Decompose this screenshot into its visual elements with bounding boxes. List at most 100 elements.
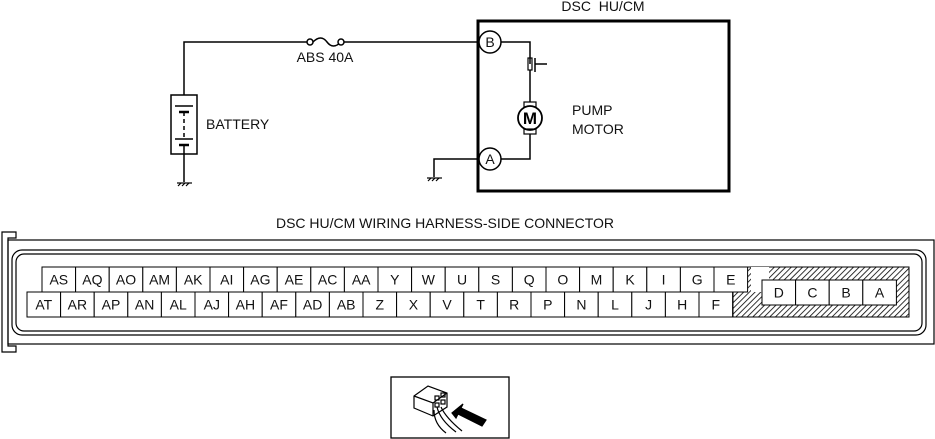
pin-cell: [612, 266, 648, 293]
pin-cell: [411, 266, 446, 293]
ground-icon: [427, 177, 442, 182]
pin-n: N: [564, 291, 599, 318]
terminal-a: [478, 147, 502, 171]
pin-ao: AO: [108, 266, 144, 293]
pin-am: AM: [142, 266, 177, 293]
pin-at: AT: [26, 291, 62, 318]
pin-label: R: [509, 297, 519, 313]
pin-label: S: [491, 272, 500, 288]
pin-v: V: [429, 291, 465, 318]
pin-label: D: [774, 285, 784, 301]
ground-icon: [177, 182, 192, 187]
pin-cell: [698, 291, 734, 318]
pin-as: AS: [41, 266, 77, 293]
pin-label: AH: [236, 297, 255, 313]
pin-cell: [228, 291, 263, 318]
pin-ak: AK: [175, 266, 211, 293]
pin-label: Q: [524, 272, 535, 288]
pin-label: K: [625, 272, 635, 288]
battery-icon: [170, 94, 198, 155]
pin-ad: AD: [295, 291, 330, 318]
pin-label: AQ: [82, 272, 102, 288]
pin-cell: [93, 291, 129, 318]
pin-cell: [75, 266, 110, 293]
pin-cell: [194, 291, 230, 318]
pin-cell: [429, 291, 465, 318]
pin-z: Z: [362, 291, 398, 318]
pin-label: N: [576, 297, 586, 313]
pin-label: AC: [318, 272, 337, 288]
pin-label: J: [645, 297, 652, 313]
pin-label: T: [476, 297, 485, 313]
motor-label-line2: MOTOR: [572, 121, 624, 137]
pin-b: B: [828, 279, 864, 306]
pin-label: X: [409, 297, 419, 313]
pin-label: AF: [270, 297, 288, 313]
pin-cell: [310, 266, 345, 293]
motor-symbol: M: [523, 109, 537, 128]
pin-p: P: [530, 291, 566, 318]
pin-a: A: [862, 279, 897, 306]
pin-aq: AQ: [75, 266, 110, 293]
pin-f: F: [698, 291, 734, 318]
terminal-b: [478, 30, 502, 54]
pin-s: S: [478, 266, 513, 293]
module-title: DSC HU/CM: [561, 0, 644, 14]
pin-cell: [26, 291, 62, 318]
pin-cell: [396, 291, 431, 318]
pin-ae: AE: [276, 266, 312, 293]
pin-label: C: [807, 285, 817, 301]
pin-label: AD: [303, 297, 322, 313]
pin-ai: AI: [209, 266, 245, 293]
pin-ab: AB: [328, 291, 364, 318]
pin-label: U: [457, 272, 467, 288]
pin-cell: [276, 266, 312, 293]
pin-cell: [261, 291, 297, 318]
pin-af: AF: [261, 291, 297, 318]
pin-k: K: [612, 266, 648, 293]
pin-label: M: [591, 272, 603, 288]
switch-icon: [527, 57, 547, 72]
pin-w: W: [411, 266, 446, 293]
pin-cell: [127, 291, 162, 318]
pin-ar: AR: [60, 291, 95, 318]
pin-t: T: [463, 291, 498, 318]
wire-battery-to-fuse: [183, 41, 307, 95]
pin-label: AJ: [204, 297, 220, 313]
pin-label: L: [611, 297, 619, 313]
pin-label: Y: [390, 272, 400, 288]
pin-cell: [295, 291, 330, 318]
pin-label: AK: [184, 272, 203, 288]
pin-cell: [646, 266, 681, 293]
pin-label: AA: [352, 272, 371, 288]
pin-label: F: [712, 297, 721, 313]
fuse-icon: [306, 37, 345, 47]
pin-label: W: [422, 272, 436, 288]
pin-label: E: [726, 272, 735, 288]
pin-cell: [862, 279, 897, 306]
connector-latch: [1, 231, 17, 353]
pin-label: AS: [49, 272, 68, 288]
pin-label: AL: [170, 297, 187, 313]
pin-h: H: [664, 291, 700, 318]
pin-cell: [496, 291, 532, 318]
pin-label: AG: [250, 272, 270, 288]
pin-cell: [631, 291, 666, 318]
pin-j: J: [631, 291, 666, 318]
pin-ap: AP: [93, 291, 129, 318]
pin-cell: [41, 266, 77, 293]
pin-label: AT: [35, 297, 52, 313]
wire-a-to-ground: [433, 158, 477, 177]
pin-label: AI: [220, 272, 233, 288]
pin-l: L: [597, 291, 633, 318]
pin-m: M: [579, 266, 614, 293]
pin-r: R: [496, 291, 532, 318]
pin-an: AN: [127, 291, 162, 318]
pin-label: I: [662, 272, 666, 288]
motor-label-line1: PUMP: [572, 102, 612, 118]
pin-label: P: [543, 297, 552, 313]
pin-label: G: [692, 272, 703, 288]
